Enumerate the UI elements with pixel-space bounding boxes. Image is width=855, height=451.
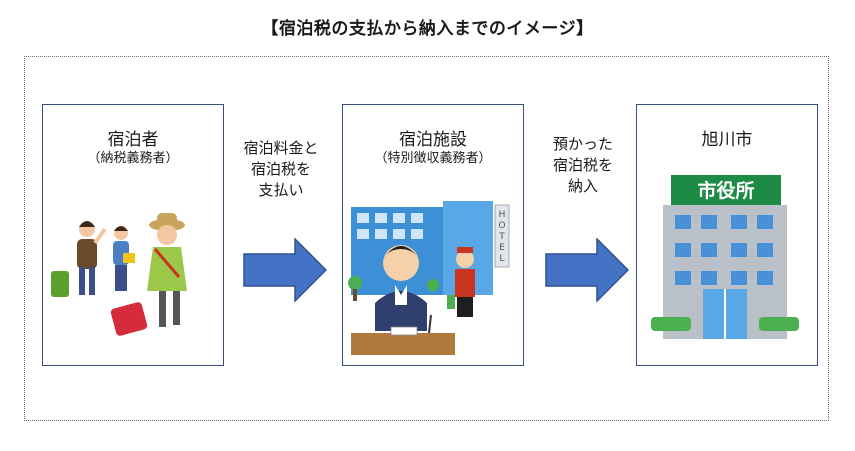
- hotel-illustration: H O T E L: [348, 201, 510, 355]
- hotel-sign-h: H: [499, 210, 506, 220]
- traveler-3-leg-l: [159, 291, 166, 327]
- bellhop-head: [456, 250, 474, 268]
- arrow-right-icon: [545, 238, 629, 302]
- sun-hat-crown: [157, 213, 177, 225]
- traveler-3-head: [157, 225, 177, 245]
- receptionist-shirt: [395, 285, 407, 305]
- diagram-frame: [24, 56, 829, 421]
- diagram-title: 【宿泊税の支払から納入までのイメージ】: [261, 19, 594, 39]
- box-city-name: 旭川市: [701, 130, 753, 150]
- travelers-illustration: [51, 213, 187, 336]
- traveler-3-leg-r: [173, 291, 180, 325]
- desk-document-icon: [390, 326, 418, 336]
- cityhall-sign-board: [671, 175, 781, 205]
- hotel-sign-board: [494, 204, 510, 268]
- luggage-green-icon: [447, 295, 455, 309]
- traveler-3-body: [147, 247, 187, 291]
- flow-payment-line-2: 宿泊税を: [250, 160, 311, 178]
- hotel-sign-t: T: [498, 232, 505, 242]
- box-guest-name: 宿泊者: [107, 130, 159, 150]
- bag-strap: [153, 248, 181, 278]
- hedge-right-icon: [759, 317, 799, 331]
- flow-payment-text: 宿泊料金と 宿泊税を 支払い: [230, 138, 332, 201]
- box-hotel-sub: （特別徴収義務者）: [374, 151, 492, 166]
- tree-right-icon: [427, 279, 439, 291]
- traveler-2-legs: [115, 265, 127, 291]
- hotel-sign-e: E: [499, 243, 505, 253]
- guidebook-icon: [123, 253, 135, 263]
- hotel-sign-l: L: [499, 254, 504, 264]
- box-hotel: 宿泊施設 （特別徴収義務者） H O T E L: [342, 104, 524, 366]
- box-hotel-name: 宿泊施設: [399, 130, 467, 150]
- flow-remit-line-3: 納入: [567, 177, 598, 195]
- traveler-1-leg-l: [79, 267, 85, 295]
- cityhall-sign-text: 市役所: [697, 179, 754, 202]
- suitcase-green-icon: [51, 271, 69, 297]
- reception-desk: [351, 333, 455, 355]
- traveler-1-arm: [93, 227, 107, 245]
- hotel-sign-o: O: [498, 221, 505, 231]
- flow-payment-line-3: 支払い: [258, 181, 304, 199]
- receptionist-head: [383, 245, 419, 281]
- flow-payment-line-1: 宿泊料金と: [243, 139, 319, 157]
- cityhall-illustration: 市役所: [651, 175, 799, 339]
- receptionist-hair: [383, 246, 419, 259]
- desk-pen-icon: [428, 314, 432, 334]
- suitcase-red-icon: [110, 302, 148, 336]
- flow-remit-line-1: 預かった: [552, 135, 613, 153]
- bellhop-body: [455, 269, 475, 297]
- box-city: 旭川市 市役所: [636, 104, 818, 366]
- receptionist-suit: [375, 291, 427, 331]
- bellhop-legs: [457, 297, 473, 317]
- box-guest: 宿泊者 （納税義務者）: [42, 104, 224, 366]
- traveler-1-body: [77, 239, 97, 269]
- traveler-2-hair: [114, 226, 128, 231]
- bellhop-cap: [457, 247, 473, 253]
- traveler-1-leg-r: [89, 267, 95, 295]
- flow-remit-text: 預かった 宿泊税を 納入: [532, 134, 634, 197]
- flow-remit-line-2: 宿泊税を: [552, 156, 613, 174]
- arrow-right-icon: [243, 238, 327, 302]
- tree-left-icon: [348, 276, 362, 290]
- hedge-left-icon: [651, 317, 691, 331]
- box-guest-sub: （納税義務者）: [87, 151, 179, 166]
- traveler-1-hair: [79, 221, 95, 227]
